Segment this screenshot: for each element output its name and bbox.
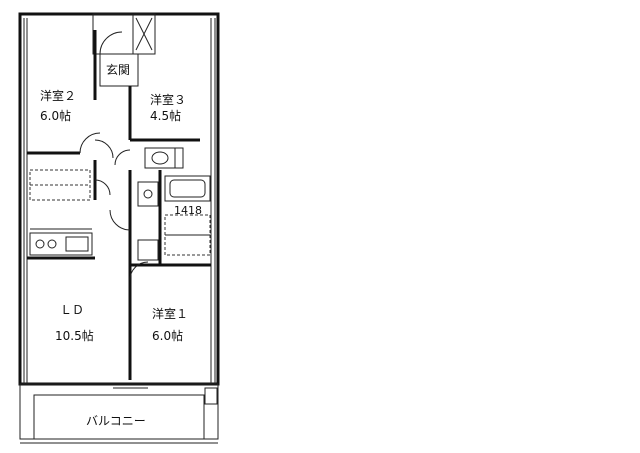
living-dining-size: 10.5帖 (55, 328, 94, 343)
toilet (144, 147, 184, 169)
western-room-2-name: 洋室２ (40, 88, 76, 103)
closets (29, 169, 211, 256)
door-swings (79, 132, 149, 281)
kitchen-counter (29, 228, 93, 256)
western-room-1-size: 6.0帖 (152, 328, 183, 343)
right-hatch-column (210, 18, 216, 384)
balcony-label: バルコニー (86, 414, 146, 428)
living-dining-name: ＬＤ (60, 303, 84, 317)
left-hatch-column (23, 18, 28, 384)
bathroom (164, 175, 211, 202)
western-room-2-size: 6.0帖 (40, 108, 71, 123)
balcony-area (19, 383, 219, 444)
western-room-3-size: 4.5帖 (150, 108, 181, 123)
genkan-label: 玄関 (106, 62, 130, 77)
entrance-top-area (92, 13, 156, 87)
bath-size-label: 1418 (174, 204, 202, 217)
western-room-3-name: 洋室３ (150, 92, 186, 107)
western-room-1-name: 洋室１ (152, 306, 188, 321)
washroom-fixtures (137, 181, 159, 261)
